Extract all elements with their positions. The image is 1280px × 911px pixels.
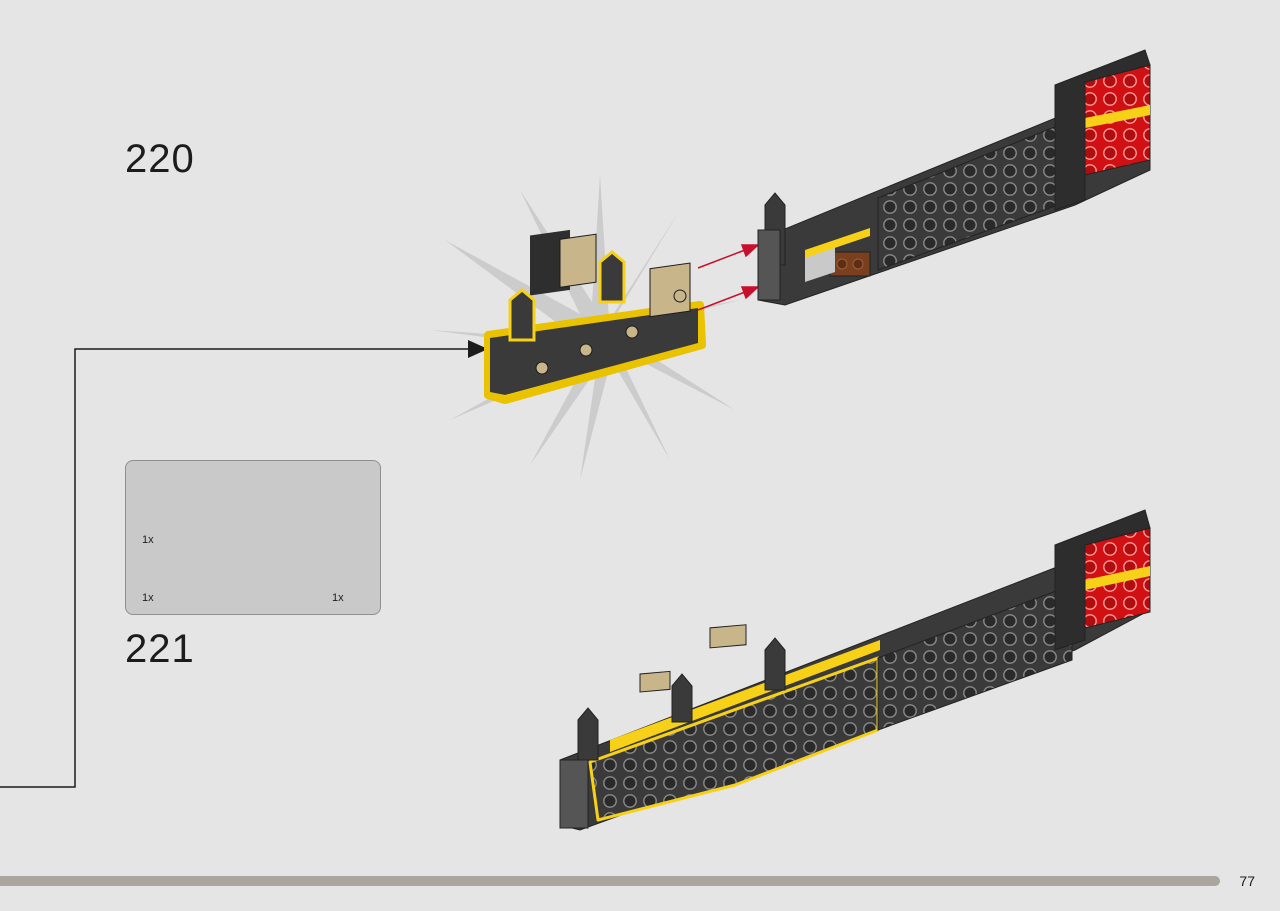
step-number: 220 [125, 137, 195, 181]
subassembly-220 [484, 229, 706, 404]
part-quantity: 1x [142, 592, 154, 604]
step-number: 221 [125, 627, 195, 671]
page-progress-bar [0, 876, 1220, 886]
insertion-arrows [697, 244, 760, 311]
parts-list: 1x 1x 1x [125, 460, 381, 615]
part-quantity: 1x [142, 534, 154, 546]
callout-line [0, 348, 470, 788]
callout-arrowhead [468, 340, 488, 358]
part-quantity: 1x [332, 592, 344, 604]
model-221 [559, 509, 1151, 831]
page-number: 77 [1239, 873, 1255, 889]
model-220 [757, 49, 1151, 306]
